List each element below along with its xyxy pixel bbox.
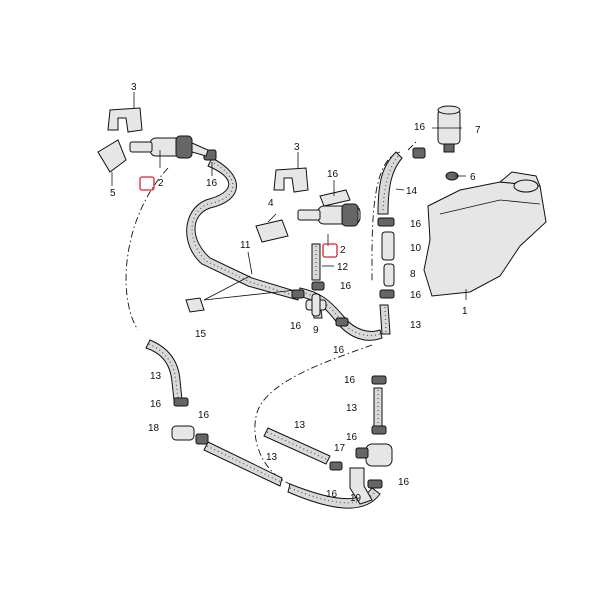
callout-14: 14 — [406, 186, 418, 197]
hose-bottom-long — [203, 441, 381, 509]
callout-18: 18 — [148, 423, 160, 434]
t-piece-9 — [305, 293, 327, 317]
hose-14 — [377, 151, 403, 215]
callout-16-g: 16 — [290, 321, 302, 332]
hose-12 — [311, 243, 321, 281]
callout-16-i: 16 — [344, 375, 356, 386]
callout-2-left: 2 — [158, 178, 164, 189]
callout-3-left: 3 — [131, 82, 137, 93]
callout-16-c: 16 — [327, 169, 339, 180]
washer-reservoir — [423, 171, 547, 297]
callout-15: 15 — [195, 329, 207, 340]
callout-13-right: 13 — [410, 320, 422, 331]
callout-16-l: 16 — [346, 432, 358, 443]
callout-10: 10 — [410, 243, 422, 254]
callout-16-a: 16 — [206, 178, 218, 189]
callout-16-d: 16 — [410, 219, 422, 230]
callout-4: 4 — [268, 198, 274, 209]
clips-15 — [185, 297, 205, 313]
callout-3-center: 3 — [294, 142, 300, 153]
callout-13-left: 13 — [150, 371, 162, 382]
hose-upper-left — [186, 157, 299, 301]
callout-16-j: 16 — [150, 399, 162, 410]
callout-16-e: 16 — [340, 281, 352, 292]
phantom-line-center — [254, 344, 373, 486]
callout-16-k: 16 — [198, 410, 210, 421]
phantom-line-tank — [407, 141, 417, 151]
leader-lines — [111, 92, 467, 301]
hose-13-middle — [263, 427, 331, 465]
callout-16-b: 16 — [414, 122, 426, 133]
callout-12: 12 — [337, 262, 349, 273]
callout-9: 9 — [313, 325, 319, 336]
callout-8: 8 — [410, 269, 416, 280]
callout-16-f: 16 — [410, 290, 422, 301]
connector-10-8 — [381, 231, 395, 287]
nozzle-cover-left — [97, 139, 127, 173]
hose-center-right — [297, 287, 383, 341]
hose-13-vertical — [373, 387, 383, 429]
pump-left — [129, 135, 209, 159]
bracket-left — [107, 107, 143, 133]
marker-box-2-center — [322, 243, 338, 258]
callout-1: 1 — [462, 306, 468, 317]
callout-13-bottom: 13 — [266, 452, 278, 463]
pump-motor-7 — [437, 105, 461, 153]
callout-5: 5 — [110, 188, 116, 199]
bracket-center — [273, 167, 309, 193]
phantom-line-left — [125, 167, 169, 331]
pump-center — [297, 189, 361, 227]
callout-16-m: 16 — [326, 489, 338, 500]
callout-13-middle: 13 — [294, 420, 306, 431]
hose-left-13 — [145, 339, 183, 401]
hose-13-right-top — [379, 304, 391, 335]
valve-17 — [355, 443, 393, 467]
callout-11: 11 — [240, 240, 251, 251]
nozzle-cover-center — [255, 219, 289, 243]
connector-18 — [171, 425, 195, 441]
elbow-19 — [349, 467, 373, 505]
callout-16-h: 16 — [333, 345, 345, 356]
callout-19: 19 — [350, 493, 362, 504]
callout-13-mid-right: 13 — [346, 403, 358, 414]
callout-16-n: 16 — [398, 477, 410, 488]
callout-17: 17 — [334, 443, 346, 454]
callout-6: 6 — [470, 172, 476, 183]
callout-2-center: 2 — [340, 245, 346, 256]
callout-7: 7 — [475, 125, 481, 136]
callout-labels: 1 2 2 3 3 4 5 6 7 8 9 10 11 12 13 13 13 … — [110, 82, 481, 504]
marker-box-2-left — [139, 176, 155, 191]
